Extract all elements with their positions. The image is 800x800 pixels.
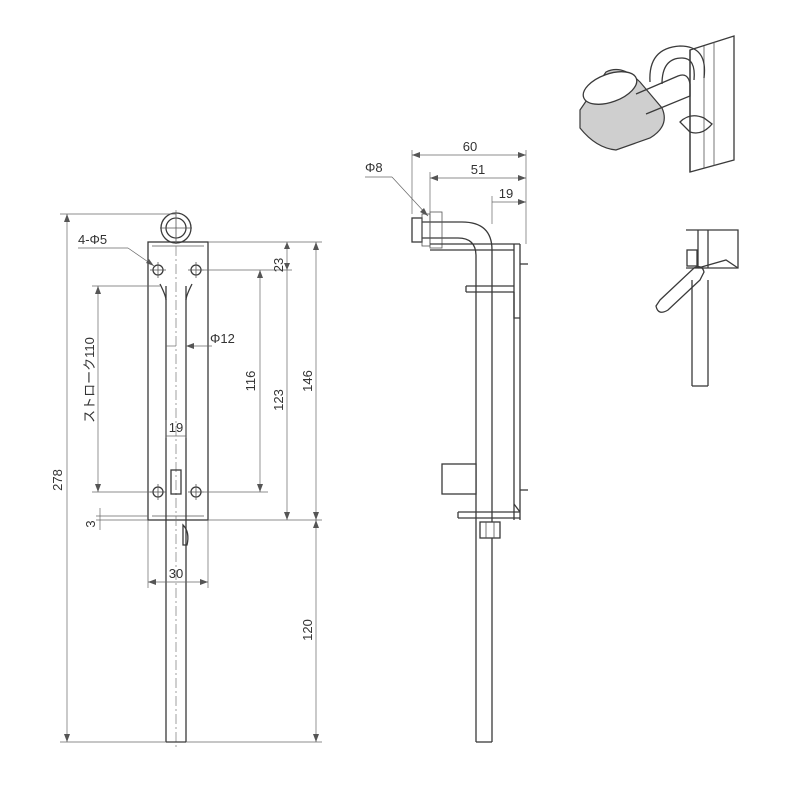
- handle-tip: [411, 217, 423, 243]
- padlock-illustration: [579, 35, 735, 173]
- slot: [170, 469, 182, 495]
- latch-illustration: [655, 229, 739, 387]
- dim-116-label: 116: [243, 371, 258, 392]
- dim-total-label: 278: [50, 469, 65, 491]
- dim-stroke-label: ストローク110: [82, 337, 97, 423]
- dim-51-label: 51: [471, 162, 485, 177]
- lower-keeper: [441, 463, 477, 495]
- dim-hole-label: 4-Φ5: [78, 232, 107, 247]
- dim-top-label: 23: [271, 258, 286, 272]
- dim-123-label: 123: [271, 389, 286, 411]
- screw-hole: [150, 262, 166, 278]
- screw-hole: [188, 262, 204, 278]
- padlock-shackle: [649, 45, 706, 83]
- dim-120-label: 120: [300, 619, 315, 641]
- front-view: 278 ストローク110 4-Φ5 23 Φ12 116: [50, 210, 322, 750]
- dim-19-side-label: 19: [499, 186, 513, 201]
- dim-19-label: 19: [169, 420, 183, 435]
- mounting-plate: [147, 241, 209, 521]
- screw-hole: [150, 484, 166, 500]
- dim-30-label: 30: [169, 566, 183, 581]
- screw-hole: [188, 484, 204, 500]
- dim-rod-label: Φ12: [210, 331, 235, 346]
- dim-3-label: 3: [83, 520, 98, 527]
- upper-guide: [465, 285, 514, 293]
- dim-phi8-label: Φ8: [365, 160, 383, 175]
- latch-handle: [655, 266, 705, 313]
- dim-60-label: 60: [463, 139, 477, 154]
- rod-pin: [479, 521, 501, 539]
- dim-146-label: 146: [300, 370, 315, 392]
- side-view: Φ8 60 51 19: [365, 139, 528, 743]
